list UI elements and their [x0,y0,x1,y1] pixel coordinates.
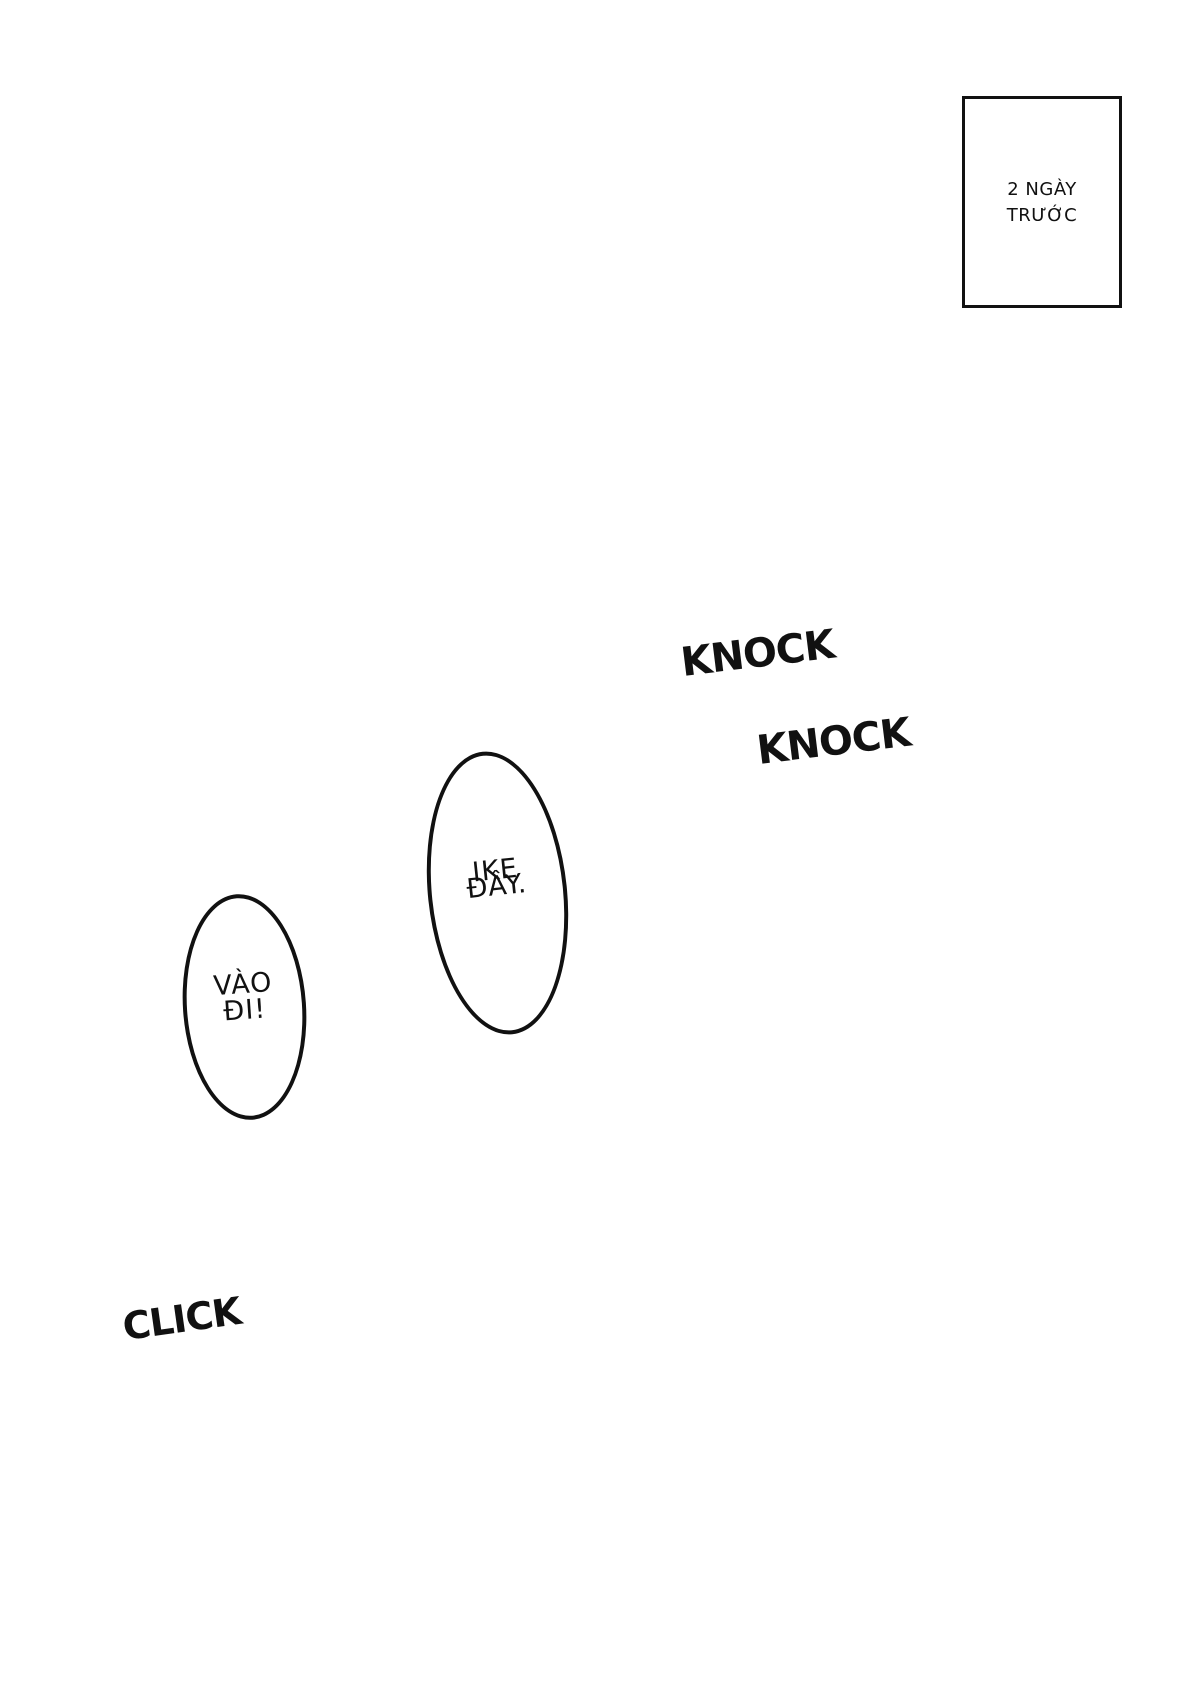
caption-line-1: 2 NGÀY [1007,179,1077,200]
caption-line-2: TRƯỚC [1006,205,1078,226]
knock-sound-effect-2: KNOCK [754,709,913,774]
speech-bubble-ike-line-2: ĐÂY. [465,867,529,906]
knock-sound-effect-1: KNOCK [678,621,837,686]
speech-bubble-vao-di: VÀO ĐI! [175,889,314,1125]
click-sound-effect: CLICK [119,1288,244,1349]
speech-bubble-ike: IKE ĐÂY. [413,744,582,1042]
time-caption-box: 2 NGÀY TRƯỚC [962,96,1122,308]
speech-bubble-vao-di-line-2: ĐI! [222,993,268,1028]
